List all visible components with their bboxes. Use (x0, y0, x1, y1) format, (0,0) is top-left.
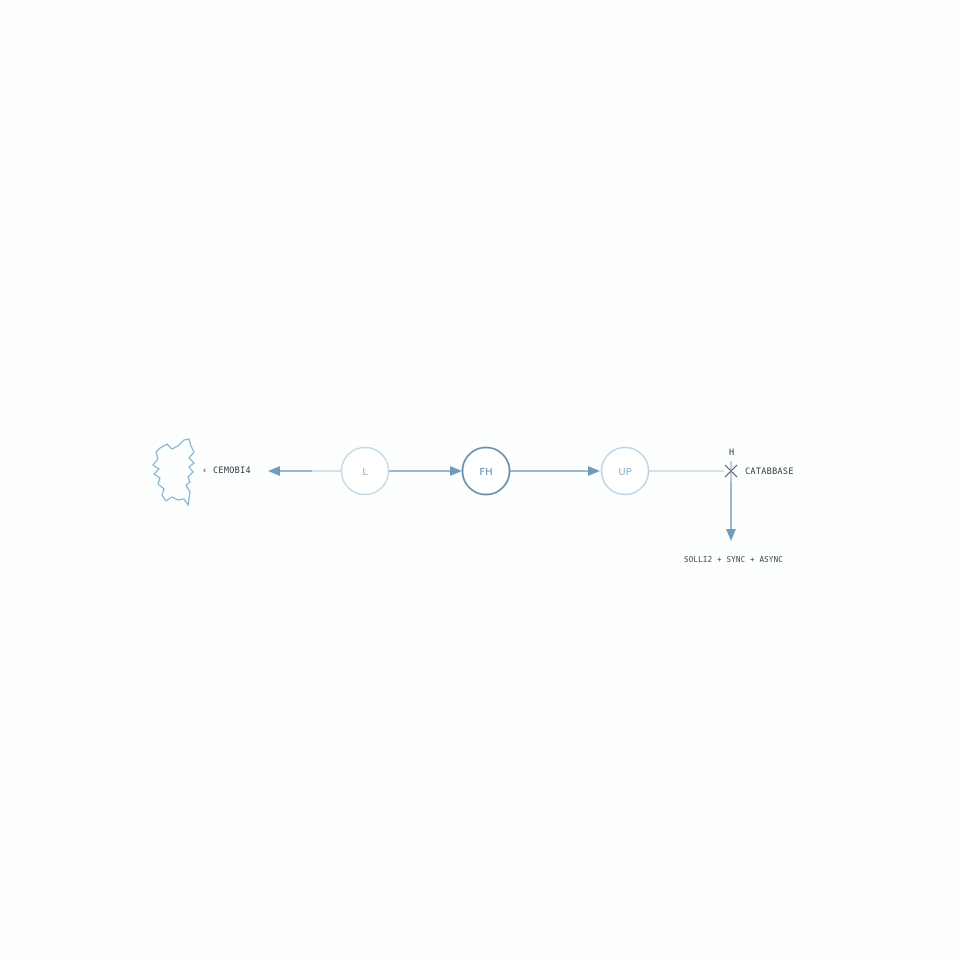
arrow-node1-to-client (268, 466, 341, 476)
node-3[interactable]: UP (600, 446, 650, 496)
arrow-database-down (726, 481, 736, 541)
client-label: CEMOBI4 (213, 466, 251, 476)
node-1[interactable]: L (340, 446, 390, 496)
client-icon (152, 438, 195, 507)
sync-note: SOLLI2 + SYNC + ASYNC (684, 555, 783, 564)
database-junction: H (724, 448, 738, 481)
node-1-label: L (362, 467, 368, 478)
client-connector-tick: ‹ (202, 466, 207, 476)
node-2[interactable]: FH (461, 446, 511, 496)
node-3-label: UP (618, 467, 631, 478)
arrow-node1-to-node2 (389, 466, 462, 476)
node-2-label: FH (479, 467, 492, 478)
database-marker: H (729, 448, 734, 458)
arrow-node2-to-node3 (510, 466, 600, 476)
database-label: CATABBASE (745, 467, 794, 477)
